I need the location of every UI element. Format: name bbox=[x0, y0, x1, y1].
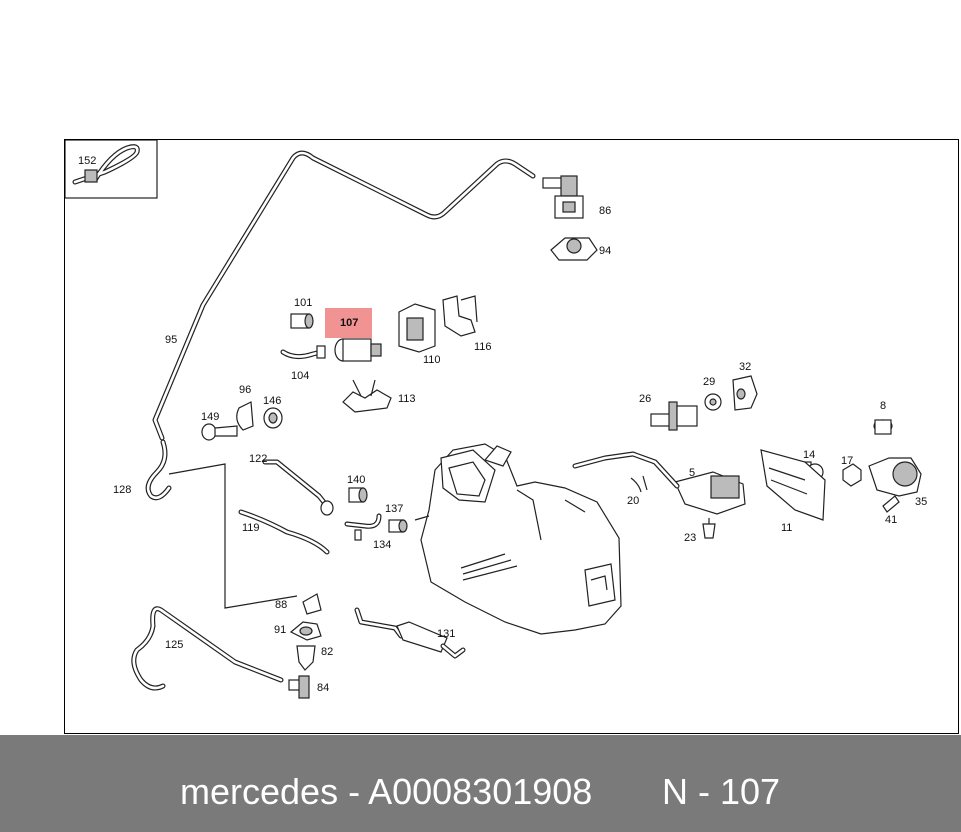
line-95 bbox=[152, 150, 536, 441]
grommet-146 bbox=[263, 407, 283, 429]
block-110 bbox=[398, 303, 436, 353]
label-82: 82 bbox=[321, 646, 333, 658]
label-149: 149 bbox=[201, 411, 219, 423]
bolt-149 bbox=[201, 423, 238, 441]
label-128: 128 bbox=[113, 484, 131, 496]
parts-diagram: 152 86 94 95 101 107 110 116 104 113 96 … bbox=[65, 140, 927, 699]
fitting-84 bbox=[288, 675, 310, 699]
caption-part-number: mercedes - A0008301908 bbox=[180, 771, 593, 812]
elbow-134 bbox=[344, 513, 382, 541]
label-146: 146 bbox=[263, 395, 281, 407]
fitting-86 bbox=[542, 175, 584, 219]
part-labels: 152 86 94 95 101 107 110 116 104 113 96 … bbox=[78, 155, 927, 694]
label-96: 96 bbox=[239, 384, 251, 396]
gasket-94 bbox=[550, 237, 598, 261]
label-101: 101 bbox=[294, 297, 312, 309]
label-86: 86 bbox=[599, 205, 611, 217]
label-14: 14 bbox=[803, 449, 815, 461]
label-41: 41 bbox=[885, 514, 897, 526]
label-29: 29 bbox=[703, 376, 715, 388]
label-95: 95 bbox=[165, 334, 177, 346]
grommet-88 bbox=[302, 593, 322, 615]
bolt-41 bbox=[882, 495, 900, 513]
group-bracket-lines bbox=[168, 463, 298, 609]
pipe-125 bbox=[131, 606, 284, 691]
label-140: 140 bbox=[347, 474, 365, 486]
label-20: 20 bbox=[627, 495, 639, 507]
label-91: 91 bbox=[274, 624, 286, 636]
pipe-122 bbox=[262, 459, 334, 516]
label-5: 5 bbox=[689, 467, 695, 479]
label-125: 125 bbox=[165, 639, 183, 651]
seal-91 bbox=[289, 621, 322, 641]
cable-20 bbox=[572, 451, 680, 493]
label-119: 119 bbox=[242, 522, 260, 534]
valve-107 bbox=[334, 338, 382, 362]
cap-8 bbox=[873, 419, 893, 435]
sensor-26 bbox=[650, 401, 698, 431]
valve-82 bbox=[296, 645, 316, 671]
label-116: 116 bbox=[474, 341, 492, 353]
label-23: 23 bbox=[684, 532, 696, 544]
part-101 bbox=[290, 313, 314, 329]
tank-assembly bbox=[414, 443, 622, 635]
nut-32 bbox=[732, 375, 758, 411]
caption-position: N - 107 bbox=[662, 771, 781, 812]
label-134: 134 bbox=[373, 539, 391, 551]
label-84: 84 bbox=[317, 682, 329, 694]
cap-137 bbox=[388, 519, 408, 533]
label-104: 104 bbox=[291, 370, 309, 382]
hose-104 bbox=[280, 345, 326, 360]
pump-35 bbox=[868, 457, 922, 497]
hose-119 bbox=[238, 509, 330, 555]
label-110: 110 bbox=[423, 354, 441, 366]
label-35: 35 bbox=[915, 496, 927, 508]
caption-bar: mercedes - A0008301908 N - 107 bbox=[0, 735, 961, 832]
washer-29 bbox=[704, 393, 722, 411]
nut-17 bbox=[842, 463, 862, 487]
clamp-96 bbox=[236, 401, 254, 431]
label-152: 152 bbox=[78, 155, 96, 167]
label-137: 137 bbox=[385, 503, 403, 515]
sleeve-140 bbox=[348, 487, 368, 503]
hose-128 bbox=[145, 439, 172, 501]
label-32: 32 bbox=[739, 361, 751, 373]
label-8: 8 bbox=[880, 400, 886, 412]
label-107: 107 bbox=[340, 317, 358, 329]
parts-diagram-frame: 152 86 94 95 101 107 110 116 104 113 96 … bbox=[64, 139, 959, 734]
highlight-box-107 bbox=[325, 308, 372, 338]
bracket-116 bbox=[442, 295, 478, 337]
label-88: 88 bbox=[275, 599, 287, 611]
label-26: 26 bbox=[639, 393, 651, 405]
label-113: 113 bbox=[398, 393, 416, 405]
bracket-11 bbox=[760, 449, 826, 521]
muffler-131 bbox=[354, 607, 466, 659]
inset-box-152 bbox=[65, 140, 158, 199]
label-131: 131 bbox=[437, 628, 455, 640]
label-94: 94 bbox=[599, 245, 611, 257]
label-11: 11 bbox=[781, 522, 792, 534]
clip-113 bbox=[342, 379, 392, 413]
clip-23 bbox=[702, 518, 716, 539]
label-122: 122 bbox=[249, 453, 267, 465]
label-17: 17 bbox=[841, 455, 853, 467]
pump-5 bbox=[674, 471, 746, 515]
